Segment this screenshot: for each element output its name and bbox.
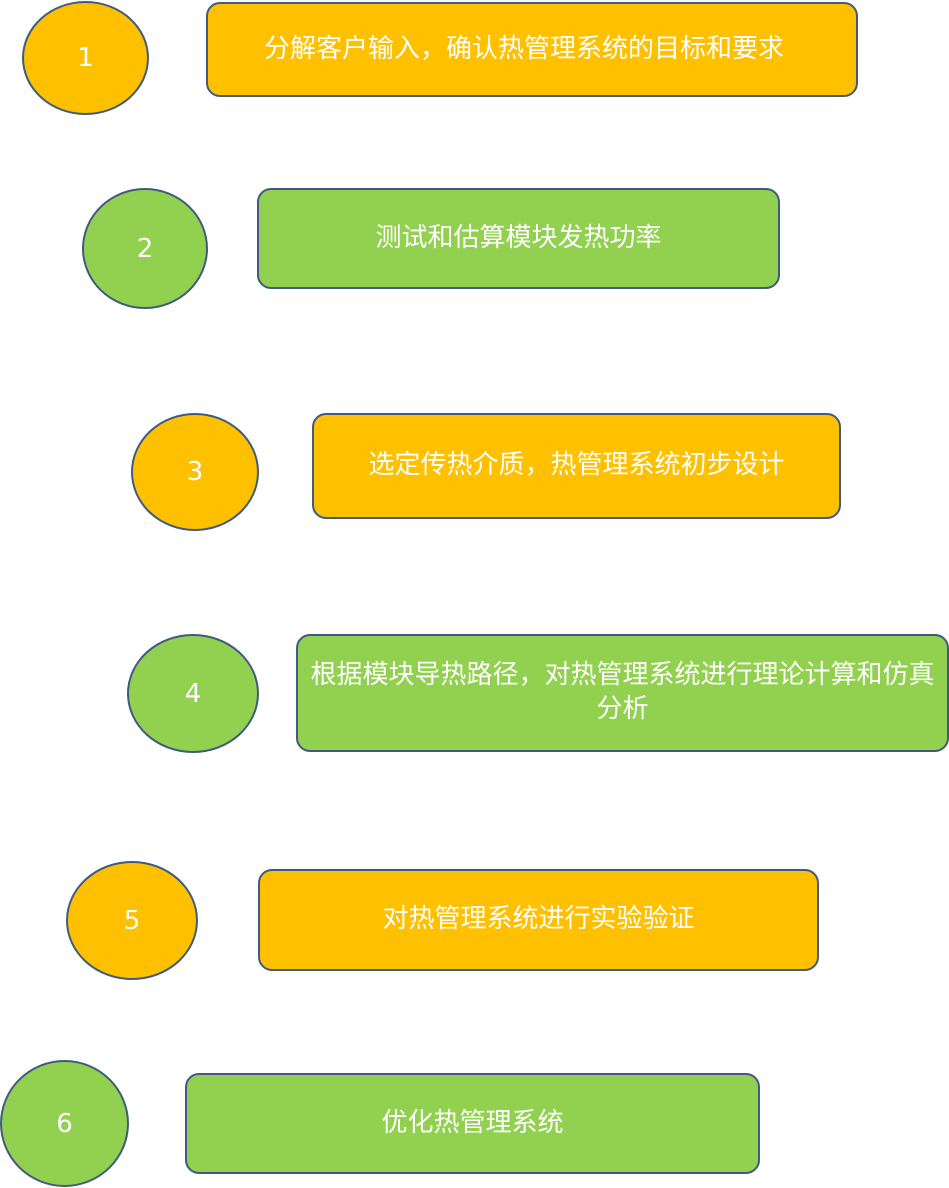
step-5-text: 对热管理系统进行实验验证 xyxy=(382,904,695,935)
step-2-text: 测试和估算模块发热功率 xyxy=(375,222,662,253)
step-4-circle: 4 xyxy=(127,634,259,753)
step-2-box: 测试和估算模块发热功率 xyxy=(257,188,780,289)
step-3-text: 选定传热介质，热管理系统初步设计 xyxy=(368,450,785,481)
step-2-circle: 2 xyxy=(82,188,208,309)
step-6-box: 优化热管理系统 xyxy=(185,1073,760,1174)
step-5-number: 5 xyxy=(123,905,141,936)
step-3-box: 选定传热介质，热管理系统初步设计 xyxy=(312,413,841,519)
step-6-text: 优化热管理系统 xyxy=(381,1107,564,1138)
step-1-text: 分解客户输入，确认热管理系统的目标和要求 xyxy=(264,33,785,64)
step-1-box: 分解客户输入，确认热管理系统的目标和要求 xyxy=(206,2,858,97)
step-5-circle: 5 xyxy=(66,861,198,980)
step-6-number: 6 xyxy=(56,1108,73,1139)
step-1-number: 1 xyxy=(77,43,94,73)
step-2-number: 2 xyxy=(136,233,154,264)
step-4-number: 4 xyxy=(184,678,202,709)
step-3-circle: 3 xyxy=(131,413,259,531)
step-3-number: 3 xyxy=(186,457,204,487)
step-4-box: 根据模块导热路径，对热管理系统进行理论计算和仿真分析 xyxy=(296,634,949,752)
step-1-circle: 1 xyxy=(22,1,149,115)
step-4-text: 根据模块导热路径，对热管理系统进行理论计算和仿真分析 xyxy=(310,660,935,724)
step-5-box: 对热管理系统进行实验验证 xyxy=(258,869,819,971)
step-6-circle: 6 xyxy=(0,1060,129,1187)
